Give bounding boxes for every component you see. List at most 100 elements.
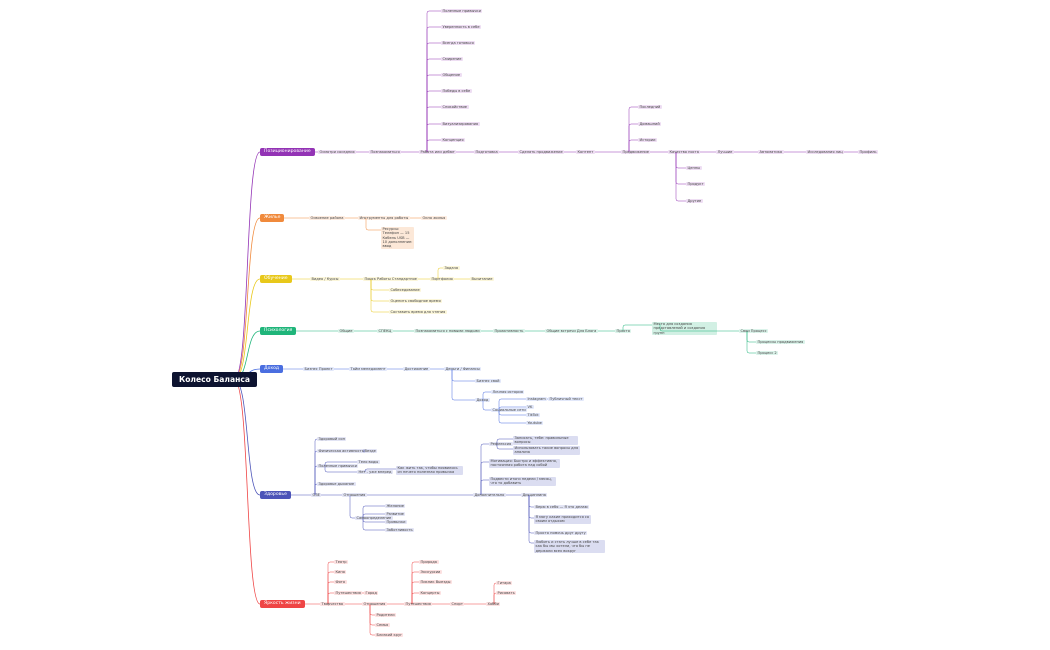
topic-node[interactable]: Публичный текст	[548, 396, 585, 402]
topic-node[interactable]: Исследования лиц	[806, 149, 845, 155]
topic-node[interactable]: Дисциплина	[521, 492, 548, 498]
topic-node[interactable]: Визуализирования	[441, 121, 480, 127]
topic-node[interactable]: VK	[526, 404, 534, 410]
branch-node-b3[interactable]: Обучение	[260, 275, 292, 283]
topic-node[interactable]: Instagram	[526, 396, 548, 402]
topic-node[interactable]: Тайм менеджмент	[349, 366, 388, 372]
topic-node[interactable]: Подготовка	[474, 149, 500, 155]
topic-node[interactable]: Подвести итоги недели / месяц, что то до…	[489, 476, 556, 486]
topic-node[interactable]: Концерты	[419, 590, 441, 596]
topic-node[interactable]: Работа или дебют	[419, 149, 457, 155]
topic-node[interactable]: Лучшие	[716, 149, 734, 155]
topic-node[interactable]: Концепция	[441, 137, 466, 143]
topic-node[interactable]: Освоение района	[309, 215, 345, 221]
topic-node[interactable]: Желание	[385, 503, 406, 509]
topic-node[interactable]: Youtube	[526, 420, 544, 426]
topic-node[interactable]: Самоопределение	[355, 515, 393, 521]
topic-node[interactable]: Я могу какие приходится со своим отдыхом	[534, 514, 591, 524]
topic-node[interactable]: Отношения	[362, 601, 387, 607]
topic-node[interactable]: Город	[364, 590, 379, 596]
topic-node[interactable]: Творчество	[320, 601, 345, 607]
topic-node[interactable]: Просто помочь друг другу	[534, 530, 588, 536]
topic-node[interactable]: Доход	[475, 397, 490, 403]
topic-node[interactable]: Отношения	[342, 492, 367, 498]
topic-node[interactable]: Процессы продвижения	[756, 339, 805, 345]
branch-node-b7[interactable]: Яркость жизни	[260, 600, 305, 608]
topic-node[interactable]: Использовать такие вопросы для анализа	[513, 445, 580, 455]
topic-node[interactable]: Семья	[375, 622, 390, 628]
root-node[interactable]: Колесо Баланса	[172, 372, 257, 387]
topic-node[interactable]: Ресурсы: Телефон — 15 Кабель USB — 10 до…	[381, 226, 414, 249]
branch-node-b1[interactable]: Позиционирование	[260, 148, 315, 156]
topic-node[interactable]: Продукт	[686, 181, 706, 187]
topic-node[interactable]: Общие встречи Для Блога	[545, 328, 598, 334]
topic-node[interactable]: Проактивность	[493, 328, 525, 334]
topic-node[interactable]: Портфолио	[430, 276, 455, 282]
topic-node[interactable]: Поиск Работы Стандартное	[363, 276, 419, 282]
topic-node[interactable]: Видео / Курсы	[310, 276, 340, 282]
topic-node[interactable]: Экскурсии	[419, 569, 442, 575]
topic-node[interactable]: Нет - уже вперед	[357, 469, 393, 475]
topic-node[interactable]: Автоматика	[758, 149, 784, 155]
topic-node[interactable]: Место для создания представлений и созда…	[652, 321, 717, 335]
topic-node[interactable]: Свои Процесс	[739, 328, 769, 334]
topic-node[interactable]: Осмотри соседних	[318, 149, 357, 155]
topic-node[interactable]: Пикник Выезды	[419, 579, 452, 585]
topic-node[interactable]: Познакомиться с новыми людьми	[414, 328, 482, 334]
topic-node[interactable]: Привычки	[385, 519, 407, 525]
topic-node[interactable]: Качество поста	[668, 149, 701, 155]
topic-node[interactable]: Другие	[686, 198, 703, 204]
topic-node[interactable]: Контент	[576, 149, 595, 155]
topic-node[interactable]: Бизнес Проект	[303, 366, 335, 372]
topic-node[interactable]: Заботливость	[385, 527, 415, 533]
topic-node[interactable]: Последний	[638, 104, 662, 110]
topic-node[interactable]: Природа	[419, 559, 439, 565]
topic-node[interactable]: Продвижение	[621, 149, 651, 155]
topic-node[interactable]: Достижение	[403, 366, 430, 372]
topic-node[interactable]: Общение	[441, 72, 462, 78]
topic-node[interactable]: Полезные привычки	[317, 463, 359, 469]
topic-node[interactable]: Ценны	[686, 165, 702, 171]
branch-node-b4[interactable]: Психология	[260, 327, 297, 335]
topic-node[interactable]: Личная история	[491, 389, 525, 395]
topic-node[interactable]: Путешествия	[404, 601, 433, 607]
topic-node[interactable]: Просто	[615, 328, 632, 334]
topic-node[interactable]: Домашний	[638, 121, 662, 127]
topic-node[interactable]: Верю в себя — Я это делаю	[534, 504, 590, 510]
branch-node-b5[interactable]: Доход	[260, 365, 284, 373]
topic-node[interactable]: Гитара	[496, 580, 513, 586]
topic-node[interactable]: Рисовать	[496, 590, 517, 596]
topic-node[interactable]: ОЗЕ	[311, 492, 322, 498]
topic-node[interactable]: Задача	[443, 265, 460, 271]
topic-node[interactable]: СПЕКЦ	[377, 328, 393, 334]
topic-node[interactable]: Полезные привычки	[441, 8, 483, 14]
topic-node[interactable]: Мотивация: Быстро и эффективно, постоянн…	[489, 458, 560, 468]
topic-node[interactable]: Любить и стать лучше в себе так как бы м…	[534, 539, 605, 553]
topic-node[interactable]: Тело воды	[357, 459, 380, 465]
topic-node[interactable]: Родители	[375, 612, 397, 618]
topic-node[interactable]: Рефлексия	[489, 441, 513, 447]
branch-node-b6[interactable]: Здоровье	[260, 491, 291, 499]
topic-node[interactable]: Вычитание	[470, 276, 494, 282]
topic-node[interactable]: Спорт	[450, 601, 465, 607]
topic-node[interactable]: Дополнительно	[473, 492, 506, 498]
topic-node[interactable]: Здоровье дыхание	[317, 481, 356, 487]
topic-node[interactable]: Социальные сети	[491, 407, 528, 413]
topic-node[interactable]: Оценить свободное время	[389, 298, 443, 304]
topic-node[interactable]: Окно жилья	[421, 215, 447, 221]
topic-node[interactable]: Спокойствие	[441, 104, 469, 110]
topic-node[interactable]: Процесс 2	[756, 350, 779, 356]
topic-node[interactable]: Записать, тебе: правильные вопросы	[513, 435, 578, 445]
topic-node[interactable]: Профиль	[858, 149, 879, 155]
topic-node[interactable]: Собеседование	[389, 287, 422, 293]
topic-node[interactable]: Развитие	[385, 511, 406, 517]
topic-node[interactable]: Физическая активность	[317, 448, 366, 454]
topic-node[interactable]: Сделать продвижение	[518, 149, 565, 155]
branch-node-b2[interactable]: Жилье	[260, 214, 285, 222]
topic-node[interactable]: Всегда готовься	[441, 40, 476, 46]
topic-node[interactable]: Здоровый сон	[317, 436, 347, 442]
topic-node[interactable]: Хобби	[486, 601, 501, 607]
topic-node[interactable]: Кино	[334, 569, 347, 575]
topic-node[interactable]: Смирение	[441, 56, 463, 62]
topic-node[interactable]: Общие	[338, 328, 354, 334]
